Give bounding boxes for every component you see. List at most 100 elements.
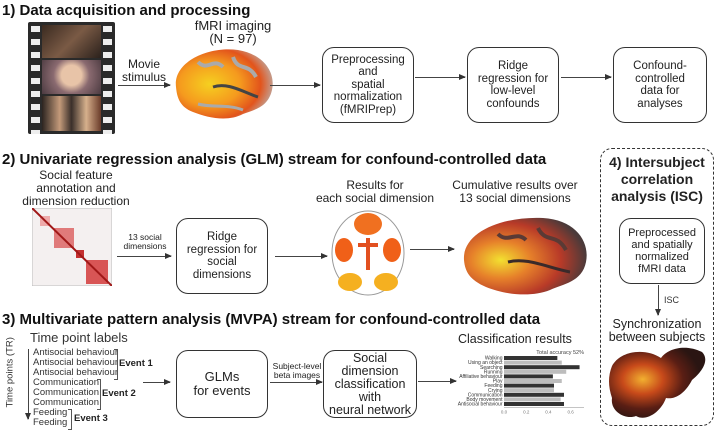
box-line: normalized — [635, 251, 689, 263]
bar-using-an-object — [504, 360, 562, 365]
event-1-label: Event 1 — [119, 358, 153, 369]
bar-label: Feeding — [484, 383, 502, 389]
arrow-glm-to-classification — [270, 379, 323, 385]
classification-results-title: Classification results — [458, 332, 572, 346]
annotation-label: Social feature annotation and dimension … — [20, 169, 132, 208]
box-line: and — [358, 66, 378, 79]
box-line: classification — [334, 376, 406, 391]
time-point-item: Antisocial behaviour — [33, 357, 119, 368]
box-line: Ridge — [206, 231, 238, 243]
arrow-preprocessing-to-ridge — [415, 74, 466, 80]
box-line: low-level — [490, 85, 536, 97]
bar-label: Crying — [488, 388, 503, 394]
bar-label: Searching — [480, 365, 503, 371]
fmri-label-line: (N = 97) — [209, 31, 257, 46]
box-line: Preprocessing — [331, 53, 405, 66]
caption-line: beta images — [273, 370, 321, 380]
chart-title: Total accuracy 52% — [536, 350, 584, 356]
box-line: spatial — [351, 78, 385, 91]
box-line: Confound- — [633, 60, 687, 72]
movie-stimulus-label: Movie stimulus — [118, 58, 170, 84]
caption-line: 13 social dimensions — [459, 191, 571, 205]
movie-frame-2 — [42, 60, 101, 94]
caption-line: dimension reduction — [22, 194, 130, 208]
arrow-labels-to-glm — [143, 379, 171, 385]
time-point-item: Communication — [33, 397, 99, 408]
bar-play — [504, 379, 562, 383]
caption-line: annotation and — [36, 181, 116, 195]
box-line: normalization — [333, 91, 403, 104]
confound-controlled-box: Confound- controlled data for analyses — [613, 47, 707, 123]
bar-label: Communication — [468, 392, 503, 398]
arrow-movie-to-fmri — [118, 82, 171, 88]
time-points-axis-label: Time points (TR) — [4, 337, 16, 408]
title-line: correlation — [620, 171, 694, 187]
box-line: regression for — [477, 72, 549, 85]
bar-label: Walking — [485, 356, 503, 362]
isc-dashed-frame — [600, 148, 714, 426]
x-tick-label: 0.4 — [545, 410, 552, 415]
movie-frame-3 — [42, 96, 101, 131]
section-4-title: 4) Intersubject correlation analysis (IS… — [602, 154, 712, 205]
time-point-item: Antisocial behaviour — [33, 347, 119, 358]
x-tick-label: 0.2 — [523, 410, 530, 415]
box-line: controlled — [635, 72, 685, 85]
box-line: neural network — [329, 402, 411, 417]
section-1-title: 1) Data acquisition and processing — [2, 2, 251, 19]
box-line: Ridge — [497, 60, 529, 72]
title-line: analysis (ISC) — [611, 188, 703, 204]
arrow-results-to-cumulative — [410, 246, 455, 252]
box-line: analyses — [637, 97, 683, 110]
time-point-item: Feeding — [33, 417, 68, 428]
box-line: confounds — [486, 97, 540, 110]
event-2-bracket — [97, 379, 101, 410]
arrow-annotation-to-ridge — [117, 253, 172, 259]
box-line: Social dimension — [341, 350, 399, 378]
bar-label: Play — [493, 379, 503, 385]
caption-line: Results for — [346, 178, 404, 192]
ridge-confounds-box: Ridge regression for low-level confounds — [467, 47, 559, 123]
arrow-isc — [655, 285, 661, 316]
bar-label: Using an object — [468, 360, 503, 366]
13-dimensions-label: 13 social dimensions — [116, 233, 174, 251]
event-1-bracket — [114, 349, 118, 380]
arrow-classification-to-results — [418, 378, 457, 384]
ridge-social-box: Ridge regression for social dimensions — [176, 218, 268, 294]
box-line: social — [207, 256, 237, 268]
box-line: Preprocessed — [628, 227, 696, 239]
movie-label-line: Movie — [127, 57, 160, 71]
bar-label: Body movement — [466, 397, 503, 403]
caption-line: Subject-level — [272, 361, 322, 371]
isc-arrow-label: ISC — [664, 295, 680, 305]
cumulative-brain-image — [463, 217, 587, 295]
caption-line: dimensions — [123, 241, 167, 251]
time-point-item: Communication — [33, 377, 99, 388]
box-line: for events — [193, 383, 251, 398]
caption-line: 13 social — [128, 232, 162, 242]
title-line: 4) Intersubject — [609, 154, 705, 170]
beta-images-label: Subject-level beta images — [268, 362, 326, 380]
event-3-bracket — [68, 409, 72, 430]
bar-crying — [504, 388, 554, 393]
arrow-ridge-to-confound — [561, 74, 612, 80]
bar-antisocial-behaviour — [504, 402, 564, 406]
caption-line: Cumulative results over — [452, 178, 578, 192]
bar-searching — [504, 365, 580, 370]
cumulative-label: Cumulative results over 13 social dimens… — [440, 179, 590, 205]
classification-box: Social dimension classification with neu… — [323, 350, 417, 418]
time-point-list: Antisocial behaviour Antisocial behaviou… — [33, 348, 118, 428]
synchronization-label: Synchronization between subjects — [603, 318, 711, 344]
x-tick-label: 0.0 — [501, 410, 508, 415]
movie-label-line: stimulus — [121, 70, 166, 84]
caption-line: between subjects — [608, 330, 706, 344]
caption-line: each social dimension — [315, 191, 435, 205]
time-axis-arrow — [25, 349, 31, 420]
fmri-imaging-label: fMRI imaging (N = 97) — [178, 19, 288, 45]
bar-feeding — [504, 383, 554, 388]
bar-label: Running — [484, 369, 503, 375]
box-line: and spatially — [631, 239, 693, 251]
glm-events-box: GLMs for events — [176, 350, 268, 418]
preprocessed-fmri-box: Preprocessed and spatially normalized fM… — [619, 218, 705, 284]
box-line: with — [358, 389, 382, 404]
